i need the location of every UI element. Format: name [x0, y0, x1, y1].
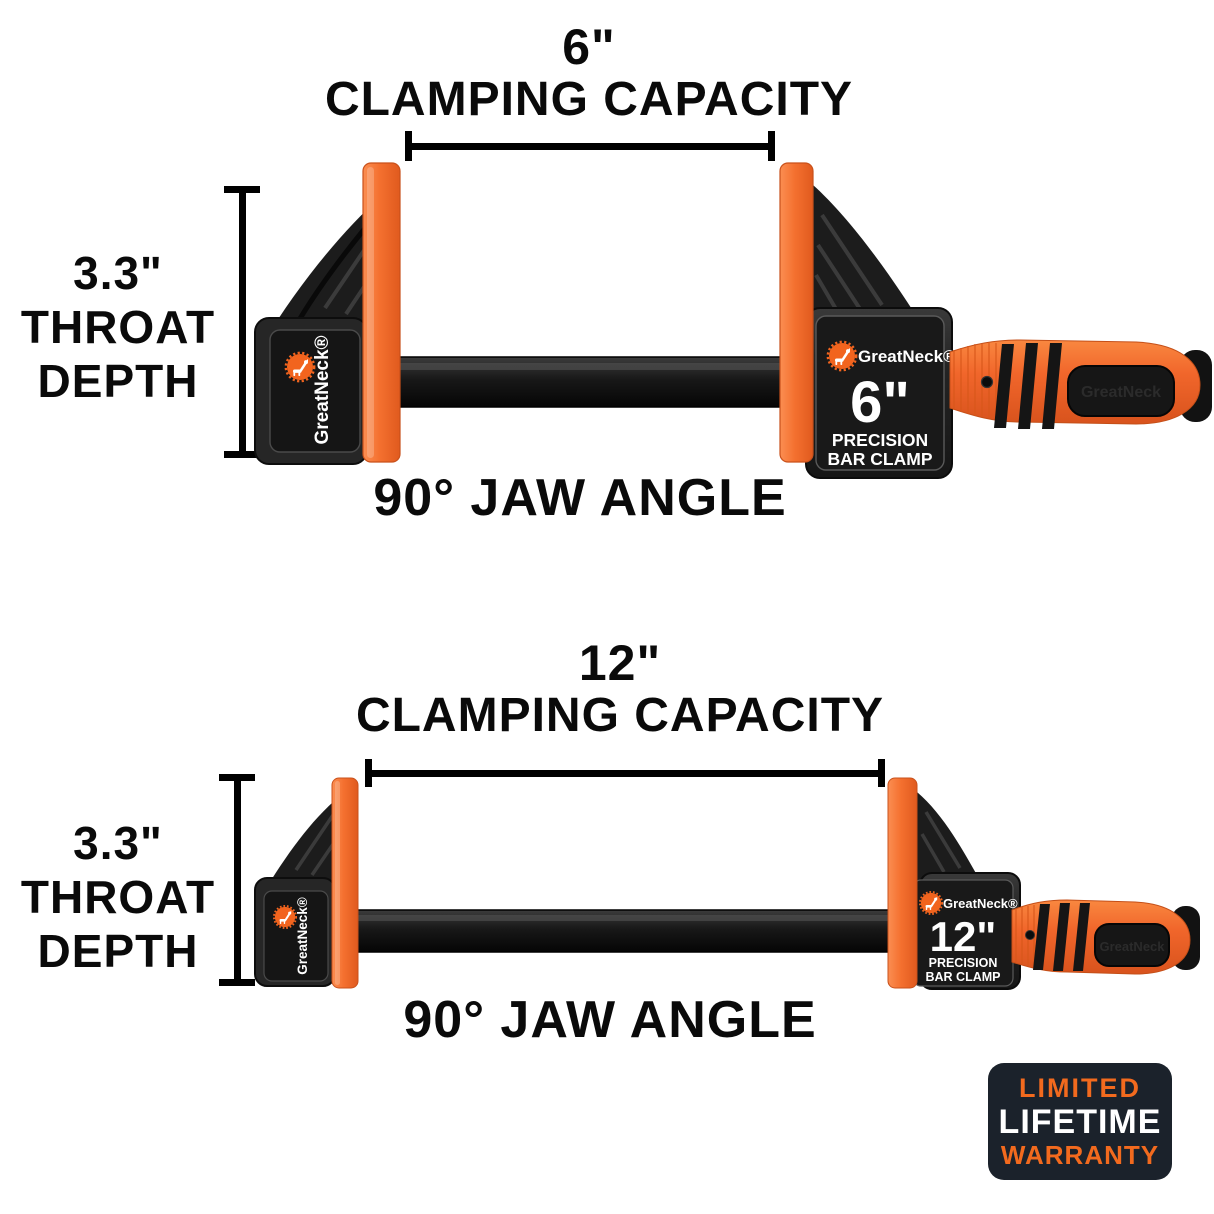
fixed-jaw-arm [268, 792, 345, 885]
sliding-jaw-arm [917, 792, 982, 884]
jaw-angle-label-1: 90° JAW ANGLE [373, 469, 787, 527]
side-brand-text: GreatNeck® [312, 335, 333, 444]
label-brand-text: GreatNeck® [858, 347, 956, 366]
dimension-tick [878, 759, 885, 787]
dimension-tick [224, 186, 260, 193]
jaw-pad-left [362, 162, 401, 463]
dimension-tick [219, 979, 255, 986]
capacity-label-1: CLAMPING CAPACITY [324, 73, 854, 126]
jaw-angle-label-2: 90° JAW ANGLE [403, 991, 817, 1049]
bar-clamp-photo-6in: GreatNeck® GreatNeck® 6" PRECISION BAR C… [254, 162, 1212, 479]
jaw-pad-right [779, 162, 814, 463]
bar-highlight [350, 915, 930, 921]
throat-dimension-line-2 [219, 774, 255, 986]
capacity-dimension-line-1 [405, 131, 775, 161]
handle-emboss-text: GreatNeck [1099, 939, 1165, 954]
greatneck-giraffe-logo-icon [272, 904, 298, 930]
sliding-jaw-arm [813, 185, 928, 335]
dimension-rule [238, 186, 246, 458]
greatneck-giraffe-logo-icon [826, 340, 858, 372]
capacity-dimension-line-2 [365, 759, 885, 787]
dimension-tick [224, 451, 260, 458]
clamp-12in: GreatNeck® GreatNeck® 12" PRECISION BAR … [254, 777, 1200, 990]
pad-highlight [367, 167, 374, 458]
label-line2-text: BAR CLAMP [828, 449, 933, 469]
warranty-line3: WARRANTY [1000, 1140, 1160, 1170]
clamp-6in: GreatNeck® GreatNeck® 6" PRECISION BAR C… [254, 162, 1212, 479]
throat-depth-value-1: 3.3" [73, 247, 163, 299]
throat-depth-text-2: 3.3" THROAT DEPTH [3, 816, 233, 978]
bar-clamp-photo-12in: GreatNeck® GreatNeck® 12" PRECISION BAR … [254, 777, 1200, 990]
throat-depth-text-1: 3.3" THROAT DEPTH [3, 246, 233, 408]
handle-grip-stripes [1033, 903, 1090, 971]
capacity-label-2: CLAMPING CAPACITY [355, 689, 885, 742]
dimension-rule [405, 142, 775, 150]
throat-depth-value-2: 3.3" [73, 817, 163, 869]
greatneck-giraffe-logo-icon [284, 351, 316, 383]
jaw-pad-left [331, 777, 359, 989]
capacity-value-1: 6" [562, 19, 616, 75]
jaw-pad-right [887, 777, 918, 989]
label-line1-text: PRECISION [832, 430, 928, 450]
throat-depth-word2-2: DEPTH [37, 925, 199, 977]
label-size-text: 12" [930, 913, 997, 960]
warranty-badge: LIMITED LIFETIME WARRANTY [988, 1063, 1172, 1180]
capacity-value-2: 12" [578, 635, 662, 691]
handle-grip-pad [1067, 365, 1175, 417]
pad-highlight [335, 781, 340, 985]
label-size-text: 6" [850, 370, 910, 435]
throat-depth-word1-1: THROAT [20, 301, 216, 353]
label-brand-text: GreatNeck® [943, 896, 1018, 911]
dimension-tick [768, 131, 775, 161]
handle-neck-ribs [1015, 905, 1035, 967]
bar-highlight [385, 363, 845, 370]
dimension-rule [233, 774, 241, 986]
handle-pivot-hole [1025, 930, 1035, 940]
warranty-line1: LIMITED [1019, 1073, 1141, 1103]
dimension-tick [365, 759, 372, 787]
throat-depth-word1-2: THROAT [20, 871, 216, 923]
handle-grip-stripes [994, 343, 1062, 429]
throat-dimension-line-1 [224, 186, 260, 458]
label-line1-text: PRECISION [929, 956, 998, 970]
dimension-tick [219, 774, 255, 781]
label-line2-text: BAR CLAMP [926, 970, 1001, 984]
dimension-rule [365, 769, 885, 777]
handle-grip-pad [1094, 923, 1170, 967]
dimension-tick [405, 131, 412, 161]
side-brand-text: GreatNeck® [295, 897, 310, 975]
greatneck-giraffe-logo-icon [918, 890, 944, 916]
jaw-ribs [920, 811, 962, 873]
handle-emboss-text: GreatNeck [1081, 384, 1161, 401]
warranty-line2: LIFETIME [998, 1103, 1162, 1141]
throat-depth-word2-1: DEPTH [37, 355, 199, 407]
handle-pivot-hole [980, 375, 994, 389]
